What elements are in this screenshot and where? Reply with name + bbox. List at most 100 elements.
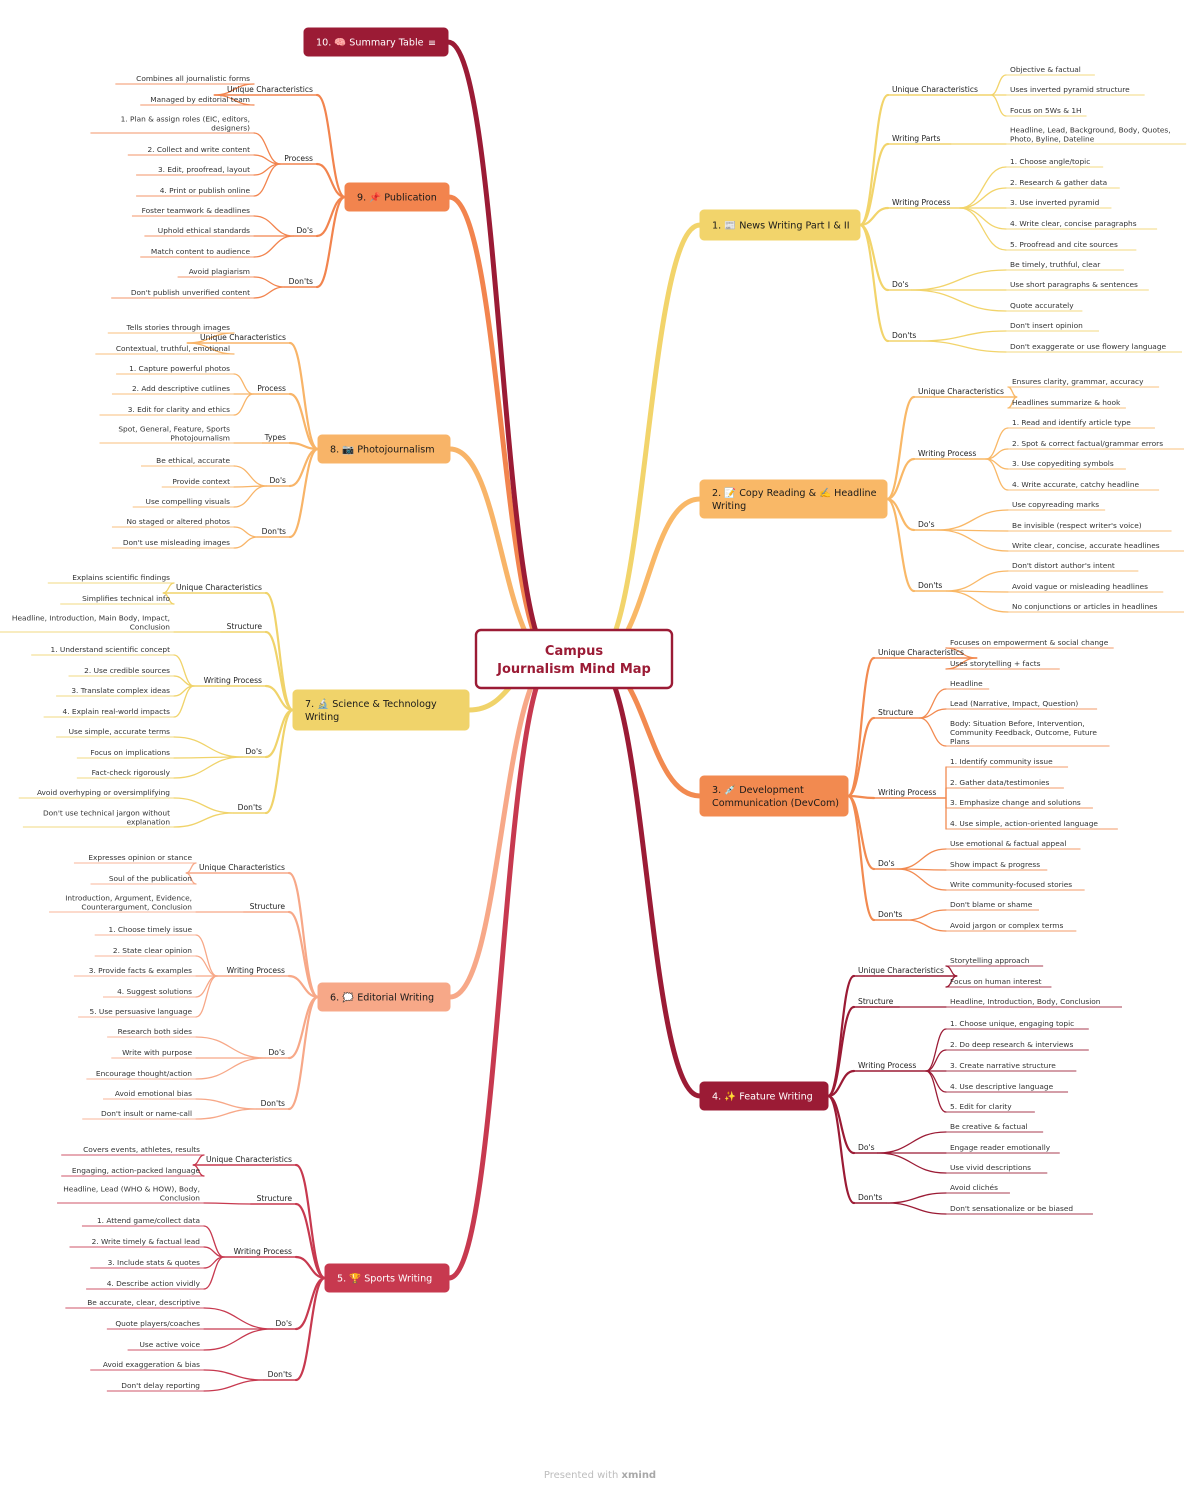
leaf-connector: [959, 207, 1007, 230]
leaf-text: Soul of the publication: [109, 874, 192, 883]
branch-title: 4. ✨ Feature Writing: [712, 1091, 813, 1103]
group-label: Writing Process: [227, 966, 285, 975]
leaf-line: Don't insult or name-call: [101, 1109, 192, 1118]
leaf-line: Don't publish unverified content: [131, 288, 250, 297]
group-connector: [288, 341, 320, 451]
leaf-line: Use copyreading marks: [1012, 500, 1099, 509]
note-icon[interactable]: ≡: [428, 38, 436, 49]
group-connector: [264, 684, 295, 712]
leaf-text: Quote accurately: [1010, 301, 1074, 310]
leaf-text: Lead (Narrative, Impact, Question): [950, 699, 1078, 708]
branch-node-box[interactable]: [699, 775, 849, 817]
branch-node-box[interactable]: [292, 689, 470, 731]
branch-node-box[interactable]: [324, 1263, 450, 1293]
leaf-line: 3. Use inverted pyramid: [1010, 198, 1100, 207]
leaf-line: Avoid emotional bias: [115, 1089, 192, 1098]
leaf-connector: [936, 509, 1009, 531]
leaf-text: 2. Use credible sources: [84, 666, 170, 675]
leaf-connector: [173, 756, 244, 779]
branch-node-box[interactable]: [317, 982, 451, 1012]
leaf-line: Managed by editorial team: [150, 95, 250, 104]
leaf-text: Quote players/coaches: [115, 1319, 200, 1328]
branch-summary[interactable]: 10. 🧠 Summary Table≡: [303, 27, 449, 57]
leaf-text: Focus on implications: [90, 748, 170, 757]
branch-node-box[interactable]: [317, 434, 451, 464]
leaf-line: Objective & factual: [1010, 65, 1081, 74]
leaf-text: Headline, Lead (WHO & HOW), Body,Conclus…: [63, 1185, 200, 1203]
group-label: Unique Characteristics: [199, 863, 285, 872]
leaf-text: Engage reader emotionally: [950, 1143, 1051, 1152]
leaf-text: 2. Add descriptive cutlines: [132, 384, 230, 393]
branch-node-box[interactable]: [699, 479, 888, 519]
group-connector: [826, 1005, 856, 1098]
group-label: Writing Process: [878, 788, 936, 797]
group-label: Unique Characteristics: [918, 387, 1004, 396]
leaf-line: 3. Edit for clarity and ethics: [128, 405, 230, 414]
group-connector: [294, 1202, 327, 1280]
leaf-text: Managed by editorial team: [150, 95, 250, 104]
group-connector: [885, 497, 916, 593]
leaf-text: 3. Use inverted pyramid: [1010, 198, 1100, 207]
branch-copy[interactable]: 2. 📝 Copy Reading & ✍️ HeadlineWritingUn…: [699, 377, 1184, 613]
group-label: Unique Characteristics: [227, 85, 313, 94]
leaf-connector: [173, 685, 195, 718]
group-connector: [287, 974, 320, 999]
leaf-connector: [959, 187, 1007, 209]
footer-brand: xmind: [621, 1470, 657, 1481]
leaf-text: 2. Do deep research & interviews: [950, 1040, 1073, 1049]
central-topic-box[interactable]: [474, 628, 674, 690]
branch-node-box[interactable]: [699, 209, 861, 241]
leaf-line: Avoid plagiarism: [189, 267, 250, 276]
leaf-line: Soul of the publication: [109, 874, 192, 883]
leaf-text: Don't insert opinion: [1010, 321, 1083, 330]
leaf-text: Match content to audience: [151, 247, 251, 256]
leaf-line: 2. Research & gather data: [1010, 178, 1107, 187]
leaf-connector: [195, 975, 218, 998]
leaf-line: 2. Use credible sources: [84, 666, 170, 675]
leaf-text: 1. Plan & assign roles (EIC, editors,des…: [121, 115, 250, 133]
group-label: Don'ts: [289, 277, 313, 286]
leaf-text: Don't distort author's intent: [1012, 561, 1115, 570]
leaf-text: Write with purpose: [122, 1048, 192, 1057]
leaf-line: 5. Use persuasive language: [90, 1007, 193, 1016]
leaf-text: 5. Proofread and cite sources: [1010, 240, 1118, 249]
leaf-text: Avoid overhyping or oversimplifying: [37, 788, 170, 797]
leaf-text: 3. Provide facts & examples: [89, 966, 192, 975]
leaf-line: Avoid exaggeration & bias: [103, 1360, 200, 1369]
group-label: Process: [257, 384, 286, 393]
branch-node-box[interactable]: [303, 27, 449, 57]
group-label: Writing Process: [858, 1061, 916, 1070]
branch-node-box[interactable]: [344, 182, 450, 212]
group-label: Structure: [257, 1194, 293, 1203]
leaf-text: 4. Write accurate, catchy headline: [1012, 480, 1140, 489]
leaf-connector: [945, 570, 1009, 592]
leaf-text: Be timely, truthful, clear: [1010, 260, 1101, 269]
leaf-line: Uses inverted pyramid structure: [1010, 85, 1130, 94]
leaf-text: Contextual, truthful, emotional: [116, 344, 230, 353]
leaf-line: Headlines summarize & hook: [1012, 398, 1121, 407]
leaf-connector: [253, 215, 295, 237]
leaf-text: Be accurate, clear, descriptive: [87, 1298, 200, 1307]
leaf-connector: [945, 590, 1009, 613]
leaf-connector: [253, 276, 286, 288]
leaf-line: 3. Use copyediting symbols: [1012, 459, 1114, 468]
leaf-line: Engage reader emotionally: [950, 1143, 1051, 1152]
leaf-text: 1. Understand scientific concept: [51, 645, 171, 654]
leaf-line: Quote players/coaches: [115, 1319, 200, 1328]
leaf-line: 4. Suggest solutions: [117, 987, 192, 996]
branch-title-line2: Writing: [305, 712, 339, 723]
leaf-text: Headline, Lead, Background, Body, Quotes…: [1010, 126, 1171, 144]
branch-node-box[interactable]: [699, 1081, 829, 1111]
leaf-line: Simplifies technical info: [82, 594, 170, 603]
leaf-line: No conjunctions or articles in headlines: [1012, 602, 1158, 611]
leaf-connector: [195, 975, 218, 1018]
